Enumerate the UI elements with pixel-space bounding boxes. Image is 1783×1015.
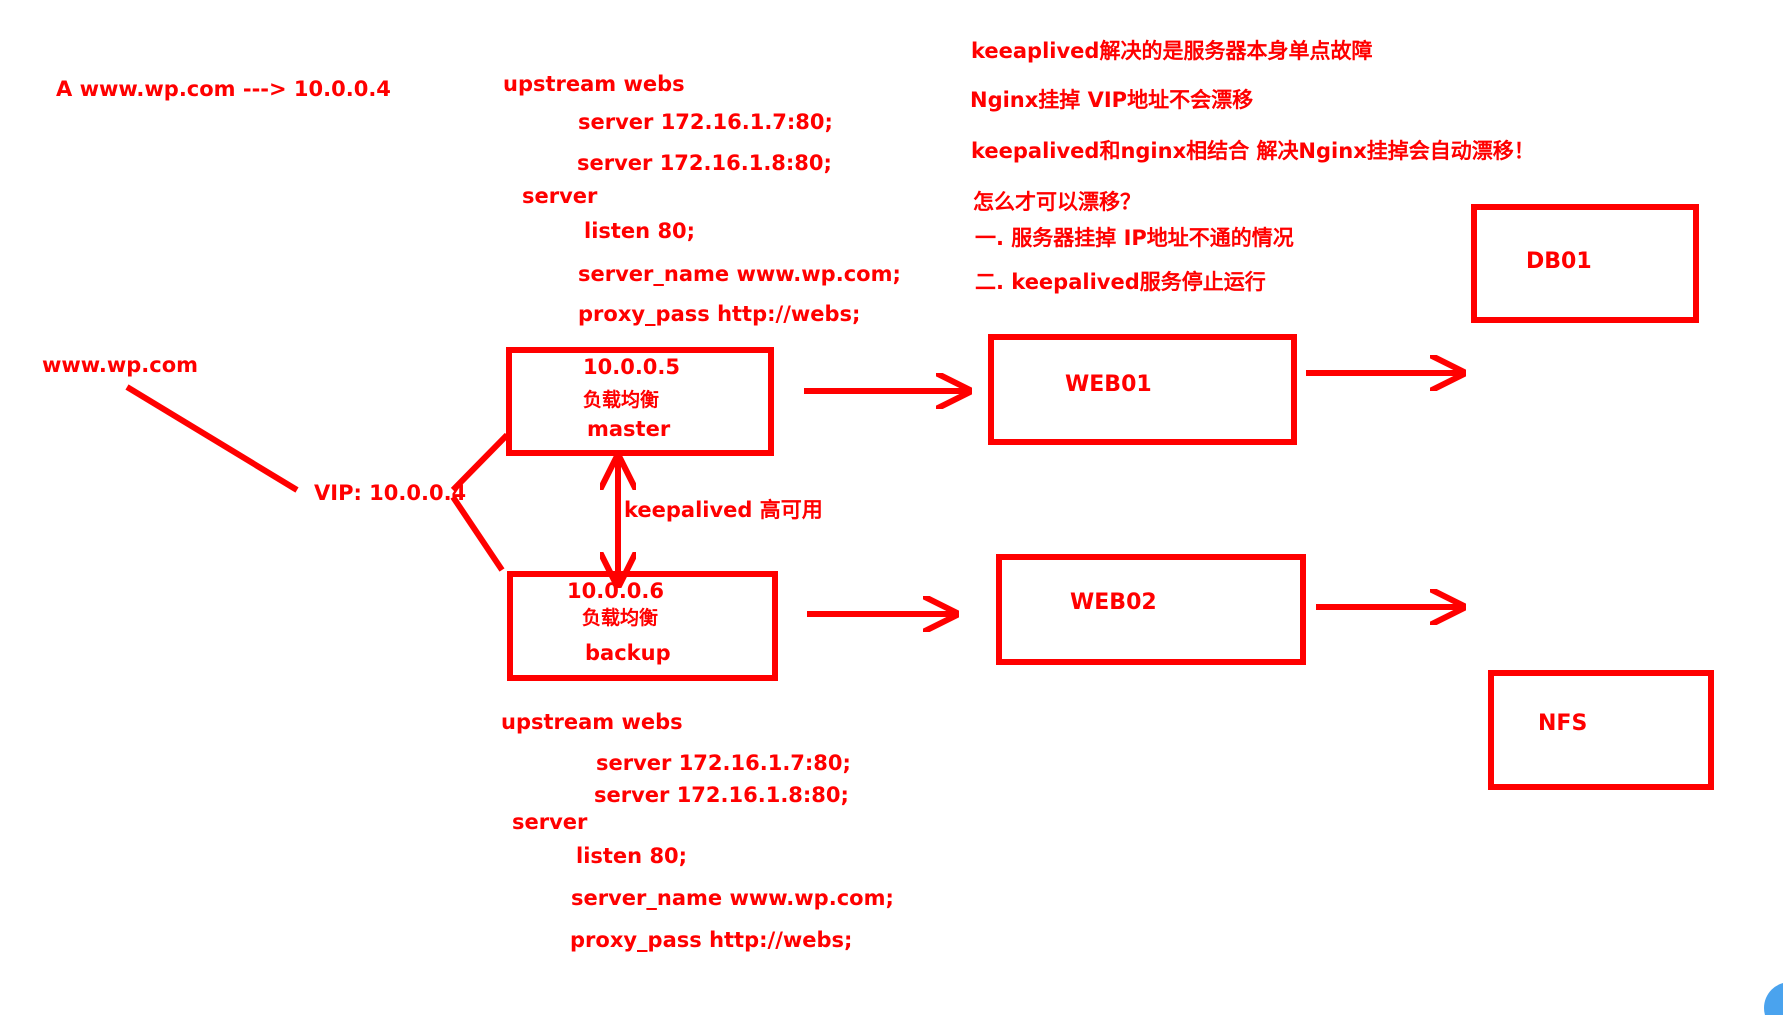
keepalived-ha-label: keepalived 高可用 [624, 498, 823, 522]
master-config-listen: listen 80; [584, 219, 696, 243]
dns-record-label: A www.wp.com ---> 10.0.0.4 [56, 77, 391, 101]
master-config-proxy-pass: proxy_pass http://webs; [578, 302, 861, 326]
lb-master-state: master [587, 417, 671, 441]
client-domain-label: www.wp.com [42, 353, 199, 377]
backup-config-listen: listen 80; [576, 844, 688, 868]
backup-config-server-name: server_name www.wp.com; [571, 886, 894, 910]
note-line-2: Nginx挂掉 VIP地址不会漂移 [970, 88, 1254, 112]
web02-label: WEB02 [1070, 590, 1157, 615]
lb-backup-ip: 10.0.0.6 [567, 579, 664, 603]
vip-label: VIP: 10.0.0.4 [314, 481, 467, 505]
master-config-upstream: upstream webs [503, 72, 685, 96]
nfs-label: NFS [1538, 711, 1588, 736]
vip-to-backup-line [450, 495, 505, 572]
db01-box [1471, 204, 1699, 323]
backup-config-server1: server 172.16.1.7:80; [596, 751, 851, 775]
lb-backup-box [507, 571, 778, 681]
nfs-box [1488, 670, 1714, 790]
note-line-1: keeaplived解决的是服务器本身单点故障 [971, 39, 1373, 63]
backup-config-upstream: upstream webs [501, 710, 683, 734]
note-item-1: 一. 服务器挂掉 IP地址不通的情况 [975, 226, 1294, 250]
vip-to-master-line [450, 432, 510, 493]
master-config-server-name: server_name www.wp.com; [578, 262, 901, 286]
master-config-server-block: server [522, 184, 598, 208]
note-item-2: 二. keepalived服务停止运行 [975, 270, 1266, 294]
web02-box [996, 554, 1306, 665]
master-config-server2: server 172.16.1.8:80; [577, 151, 832, 175]
lb-master-role: 负载均衡 [583, 389, 660, 411]
backup-config-server-block: server [512, 810, 588, 834]
lb-master-ip: 10.0.0.5 [583, 355, 680, 379]
client-to-vip-line [125, 384, 299, 493]
web01-label: WEB01 [1065, 372, 1152, 397]
web01-box [988, 334, 1297, 445]
note-line-3: keepalived和nginx相结合 解决Nginx挂掉会自动漂移！ [971, 139, 1535, 163]
lb-backup-state: backup [585, 641, 671, 665]
backup-config-server2: server 172.16.1.8:80; [594, 783, 849, 807]
backup-config-proxy-pass: proxy_pass http://webs; [570, 928, 853, 952]
db01-label: DB01 [1526, 249, 1592, 274]
note-question: 怎么才可以漂移？ [973, 190, 1141, 214]
lb-master-box [506, 347, 774, 456]
lb-backup-role: 负载均衡 [582, 607, 659, 629]
master-config-server1: server 172.16.1.7:80; [578, 110, 833, 134]
